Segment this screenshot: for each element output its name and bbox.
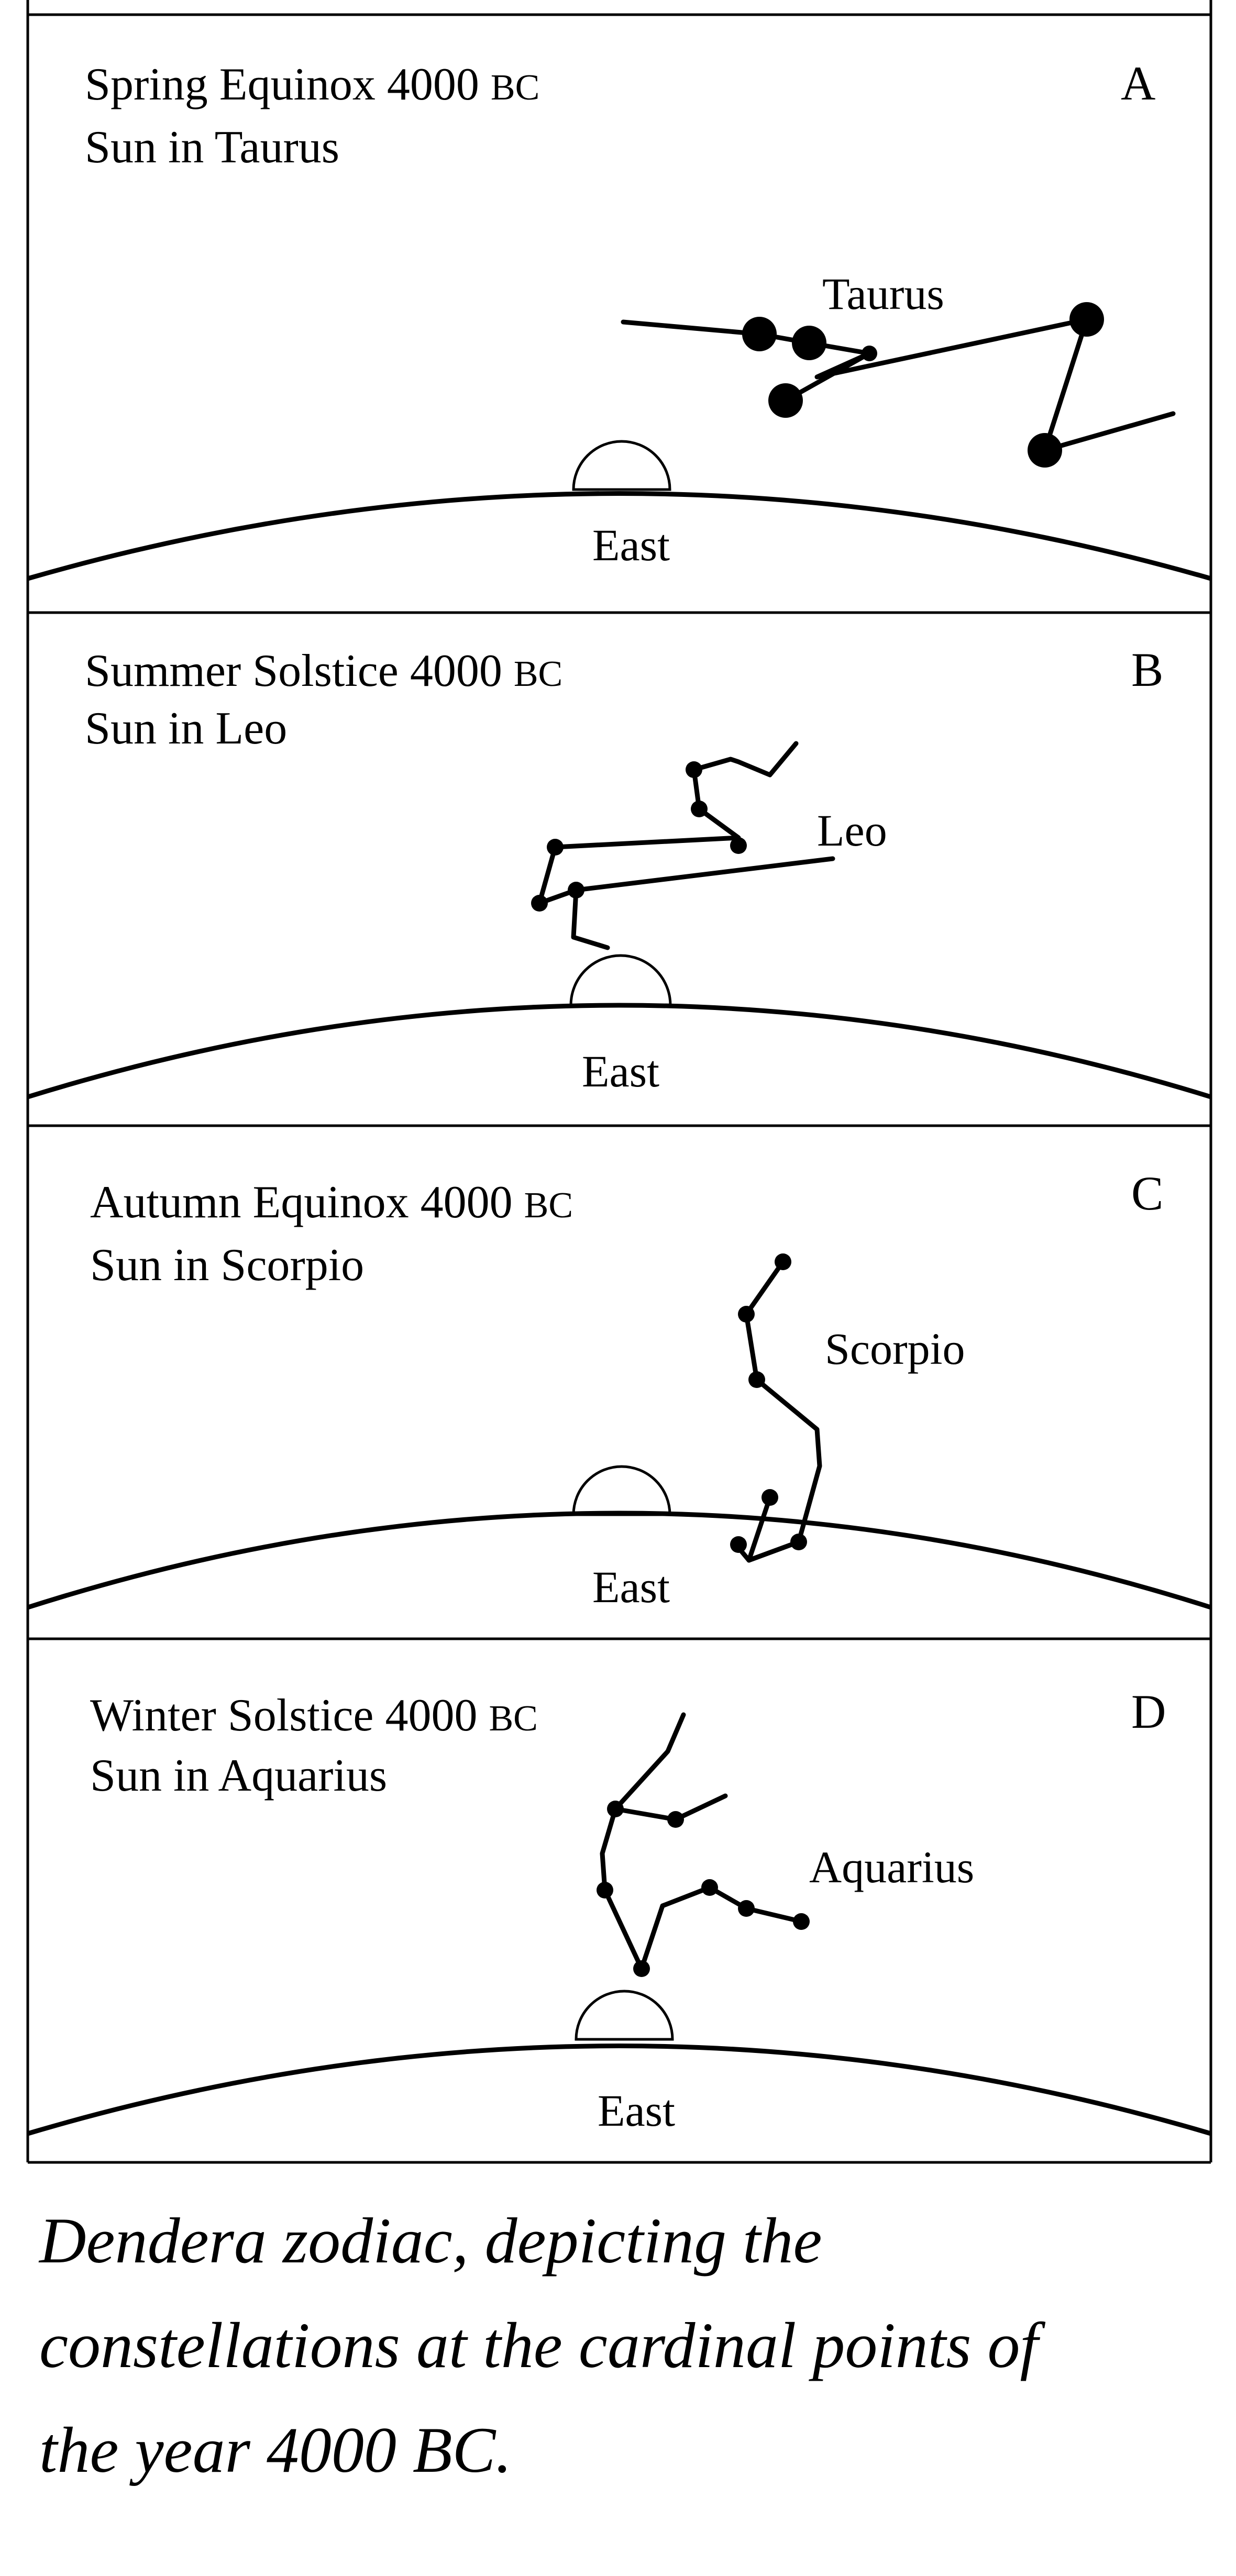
star — [775, 1253, 791, 1270]
zodiac-figure: Spring Equinox 4000 BC Sun in Taurus A E… — [26, 0, 1212, 2164]
star — [686, 761, 702, 778]
rising-sun — [575, 1990, 674, 2041]
star — [547, 839, 564, 856]
constellation-label: Scorpio — [825, 1324, 965, 1374]
panel-title-line2: Sun in Scorpio — [90, 1240, 364, 1291]
rising-sun — [572, 1465, 671, 1516]
horizon-line — [27, 1511, 1212, 1610]
panel-letter: D — [1131, 1685, 1166, 1738]
star — [691, 801, 708, 817]
panel-a: Spring Equinox 4000 BC Sun in Taurus A E… — [26, 0, 1212, 613]
constellation-label: Aquarius — [809, 1842, 974, 1892]
caption-line: the year 4000 BC. — [39, 2414, 512, 2486]
panel-b: Summer Solstice 4000 BC Sun in Leo B Eas… — [26, 613, 1212, 1126]
panel-letter: A — [1121, 57, 1155, 110]
panel-title-line1: Summer Solstice 4000 BC — [85, 646, 562, 696]
star — [862, 346, 877, 361]
panel-title-line1: Winter Solstice 4000 BC — [90, 1690, 538, 1741]
horizon-label: East — [592, 520, 670, 570]
constellation-label: Taurus — [822, 269, 944, 319]
caption-line: constellations at the cardinal points of — [39, 2309, 1038, 2381]
star — [738, 1900, 755, 1917]
horizon-label: East — [582, 1046, 659, 1096]
horizon-label: East — [592, 1562, 670, 1612]
panel-title-line1: Autumn Equinox 4000 BC — [90, 1177, 573, 1228]
horizon-line — [27, 491, 1212, 581]
panel-d: Winter Solstice 4000 BC Sun in Aquarius … — [26, 1639, 1212, 2162]
star — [748, 1371, 765, 1388]
star — [607, 1801, 624, 1817]
star — [738, 1306, 755, 1323]
caption-line: Dendera zodiac, depicting the — [39, 2205, 822, 2277]
taurus-constellation — [621, 302, 1176, 468]
star — [568, 882, 584, 898]
panel-title-line1: Spring Equinox 4000 BC — [85, 59, 539, 110]
horizon-label: East — [598, 2085, 675, 2136]
star — [667, 1811, 684, 1828]
rising-sun — [569, 954, 672, 1007]
panel-title-line2: Sun in Leo — [85, 703, 287, 754]
horizon-line — [27, 2044, 1212, 2136]
horizon-line — [27, 1003, 1212, 1100]
panel-letter: C — [1131, 1167, 1163, 1220]
star — [597, 1882, 613, 1898]
panel-letter: B — [1131, 643, 1163, 696]
aquarius-constellation — [597, 1712, 810, 1977]
star — [768, 383, 803, 418]
leo-constellation — [531, 741, 835, 950]
star — [792, 326, 826, 360]
panel-title-line2: Sun in Aquarius — [90, 1750, 387, 1801]
star — [1028, 433, 1062, 468]
star — [1069, 302, 1104, 337]
star — [730, 1536, 747, 1553]
star — [790, 1534, 807, 1550]
star — [742, 317, 777, 351]
panel-c: Autumn Equinox 4000 BC Sun in Scorpio C … — [26, 1126, 1212, 1639]
panel-title-line2: Sun in Taurus — [85, 122, 339, 173]
rising-sun — [572, 440, 671, 491]
star — [793, 1913, 810, 1930]
scorpio-constellation — [730, 1253, 822, 1563]
star — [730, 837, 747, 854]
star — [701, 1879, 718, 1896]
star — [762, 1489, 778, 1506]
star — [531, 895, 548, 912]
star — [633, 1960, 650, 1977]
constellation-label: Leo — [817, 805, 887, 856]
figure-caption: Dendera zodiac, depicting the constellat… — [39, 2189, 1191, 2503]
